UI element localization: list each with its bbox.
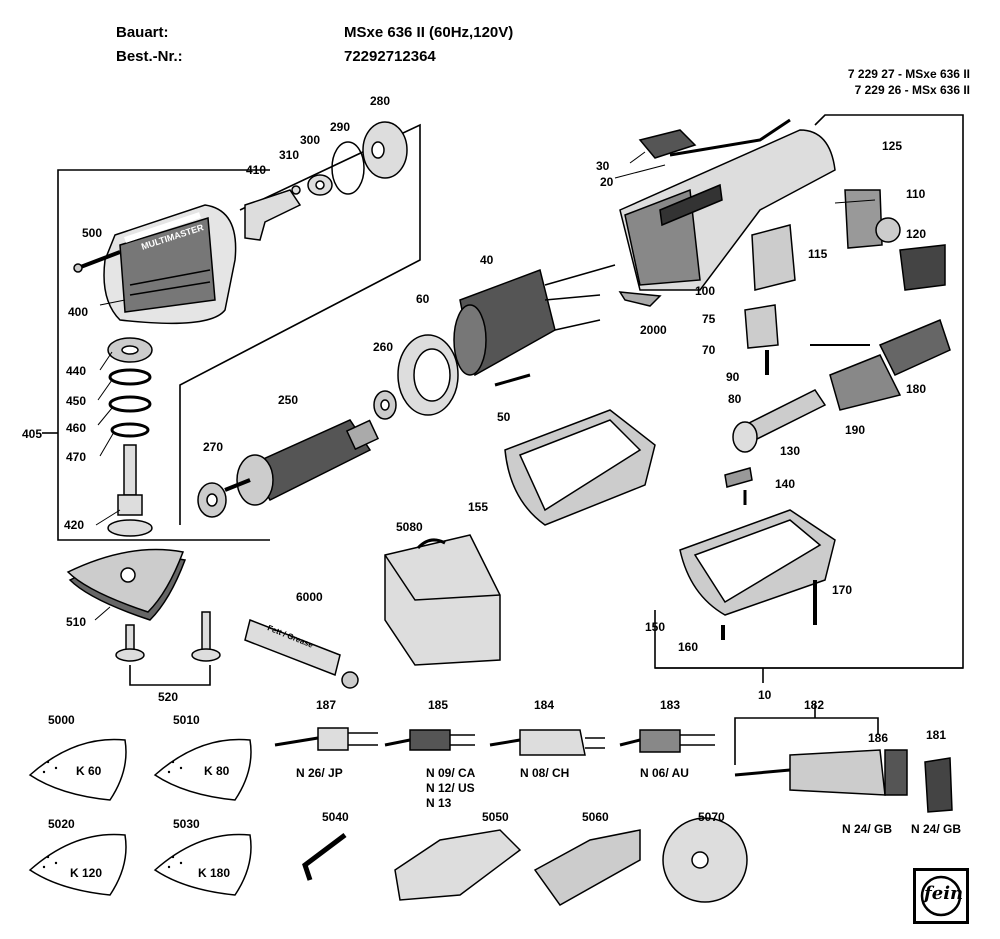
bracket-middle <box>179 123 421 525</box>
part-182: 182 <box>804 698 825 712</box>
part-183: 183 <box>660 698 681 712</box>
part-170: 170 <box>832 583 853 597</box>
plug-code-ca: N 09/ CA <box>426 766 476 780</box>
part-190: 190 <box>845 423 866 437</box>
bracket-182 <box>734 717 879 765</box>
grit-k120: K 120 <box>70 866 103 880</box>
part-186: 186 <box>868 731 889 745</box>
part-405: 405 <box>22 427 43 441</box>
plug-code-gb-1: N 24/ GB <box>842 822 893 836</box>
sheet-5000 <box>28 738 127 801</box>
part-130: 130 <box>780 444 801 458</box>
part-140: 140 <box>775 477 796 491</box>
part-90: 90 <box>726 370 740 384</box>
part-10: 10 <box>758 688 772 702</box>
part-160: 160 <box>678 640 699 654</box>
part-120: 120 <box>906 227 927 241</box>
part-20: 20 <box>600 175 614 189</box>
part-5050: 5050 <box>482 810 509 824</box>
part-5000: 5000 <box>48 713 75 727</box>
plug-code-ch: N 08/ CH <box>520 766 570 780</box>
part-5060: 5060 <box>582 810 609 824</box>
grit-k180: K 180 <box>198 866 231 880</box>
fein-logo: fein <box>913 868 969 924</box>
bauart-label: Bauart: <box>116 24 169 41</box>
part-80: 80 <box>728 392 742 406</box>
part-270: 270 <box>203 440 224 454</box>
part-100: 100 <box>695 284 716 298</box>
part-5080: 5080 <box>396 520 423 534</box>
part-520: 520 <box>158 690 179 704</box>
part-450: 450 <box>66 394 87 408</box>
bracket-520 <box>129 665 211 686</box>
part-5020: 5020 <box>48 817 75 831</box>
part-250: 250 <box>278 393 299 407</box>
part-2000: 2000 <box>640 323 667 337</box>
part-50: 50 <box>497 410 511 424</box>
bestnr-value: 72292712364 <box>344 48 436 65</box>
part-150: 150 <box>645 620 666 634</box>
part-187: 187 <box>316 698 337 712</box>
part-180: 180 <box>906 382 927 396</box>
part-400: 400 <box>68 305 89 319</box>
part-155: 155 <box>468 500 489 514</box>
part-300: 300 <box>300 133 321 147</box>
part-5010: 5010 <box>173 713 200 727</box>
logo-text: fein <box>924 883 964 904</box>
part-110: 110 <box>906 187 926 201</box>
part-70: 70 <box>702 343 716 357</box>
part-115: 115 <box>808 247 828 261</box>
sheet-5010 <box>153 738 252 801</box>
part-290: 290 <box>330 120 351 134</box>
part-181: 181 <box>926 728 947 742</box>
part-5070: 5070 <box>698 810 725 824</box>
part-420: 420 <box>64 518 85 532</box>
part-510: 510 <box>66 615 87 629</box>
part-500: 500 <box>82 226 103 240</box>
bauart-value: MSxe 636 II (60Hz,120V) <box>344 24 514 41</box>
part-470: 470 <box>66 450 87 464</box>
sheet-5030 <box>153 833 252 896</box>
grit-k60: K 60 <box>76 764 102 778</box>
part-260: 260 <box>373 340 394 354</box>
version-line-2: 7 229 26 - MSx 636 II <box>854 83 970 97</box>
part-440: 440 <box>66 364 87 378</box>
plug-code-us: N 12/ US <box>426 781 475 795</box>
part-125: 125 <box>882 139 903 153</box>
part-60: 60 <box>416 292 430 306</box>
version-line-1: 7 229 27 - MSxe 636 II <box>847 67 970 81</box>
bracket-405 <box>57 169 270 541</box>
grit-k80: K 80 <box>204 764 230 778</box>
part-5040: 5040 <box>322 810 349 824</box>
part-185: 185 <box>428 698 449 712</box>
bestnr-label: Best.-Nr.: <box>116 48 183 65</box>
plug-code-gb-2: N 24/ GB <box>911 822 962 836</box>
part-40: 40 <box>480 253 494 267</box>
part-75: 75 <box>702 312 716 326</box>
plug-code-jp: N 26/ JP <box>296 766 343 780</box>
part-6000: 6000 <box>296 590 323 604</box>
part-280: 280 <box>370 94 391 108</box>
part-30: 30 <box>596 159 610 173</box>
bracket-10 <box>654 114 964 669</box>
part-410: 410 <box>246 163 267 177</box>
plug-code-au: N 06/ AU <box>640 766 689 780</box>
part-184: 184 <box>534 698 555 712</box>
part-310: 310 <box>279 148 300 162</box>
sheet-5020 <box>28 833 127 896</box>
plug-code-n13: N 13 <box>426 796 452 810</box>
part-5030: 5030 <box>173 817 200 831</box>
part-460: 460 <box>66 421 87 435</box>
